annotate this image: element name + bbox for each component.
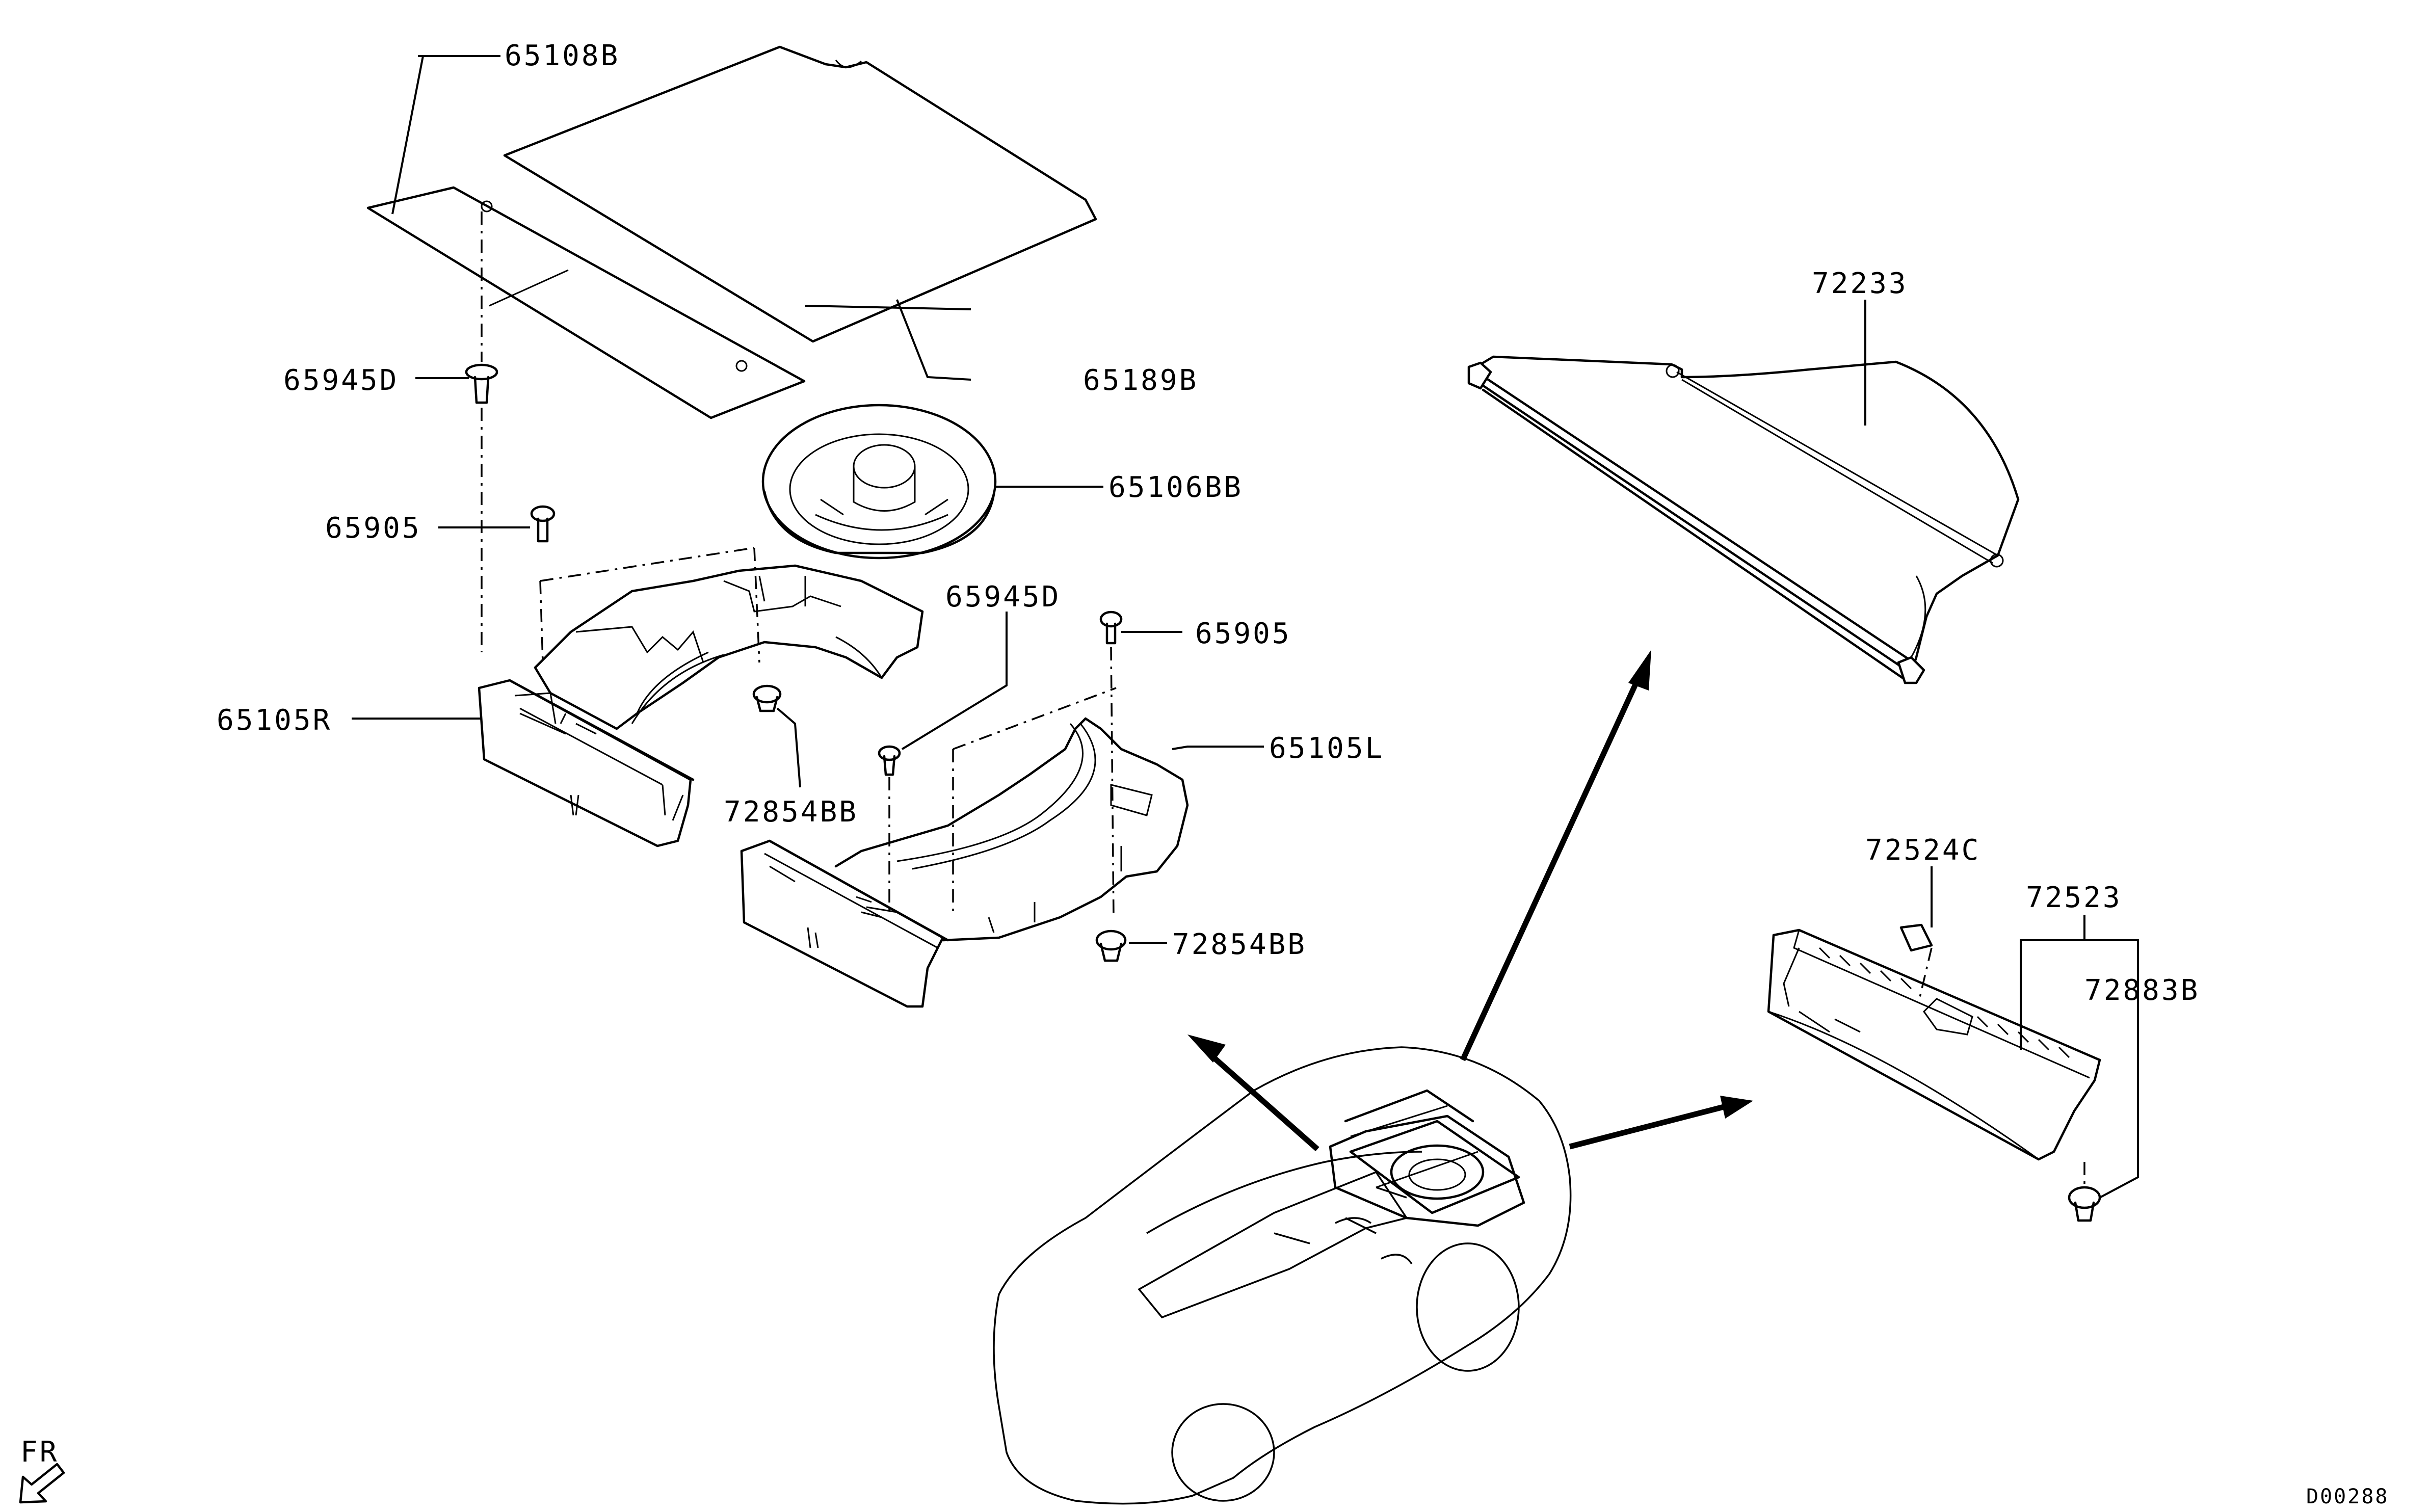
front-arrow-icon xyxy=(19,1463,65,1504)
leader-65105L xyxy=(1172,746,1264,750)
screw-65905-right xyxy=(1099,611,1123,918)
clip-72854BB-left xyxy=(752,684,782,712)
label-65108B: 65108B xyxy=(505,39,620,72)
part-65108B-floor-board xyxy=(366,45,1097,419)
clip-65945D-left xyxy=(465,211,498,404)
drawing-code: D00288 xyxy=(2306,1485,2389,1508)
label-72523: 72523 xyxy=(2026,881,2122,914)
front-orientation-indicator: FR xyxy=(19,1436,65,1504)
clip-72854BB-right xyxy=(1095,930,1127,962)
label-65945D-left: 65945D xyxy=(283,364,399,397)
label-65105L: 65105L xyxy=(1269,732,1384,765)
part-72233-tonneau-cover xyxy=(1467,355,2020,684)
label-65105R: 65105R xyxy=(217,704,332,737)
pointer-arrows xyxy=(1187,650,1753,1152)
part-65105R-side-box xyxy=(478,564,924,847)
label-65905-left: 65905 xyxy=(325,512,421,545)
part-72523-rear-sill-trim xyxy=(1767,929,2101,1161)
label-72233: 72233 xyxy=(1812,267,1908,300)
part-65105L-side-box xyxy=(740,717,1189,1008)
leader-65189B xyxy=(805,305,971,310)
leader-65945D-mid xyxy=(901,612,1008,750)
label-65106BB: 65106BB xyxy=(1108,471,1243,504)
clip-65945D-mid xyxy=(878,745,901,912)
label-72854BB-left: 72854BB xyxy=(724,795,858,829)
sill-ribs xyxy=(1818,947,2070,1058)
leader-72523 xyxy=(2020,939,2139,1199)
clip-72524C xyxy=(1899,923,1933,1002)
label-72854BB-right: 72854BB xyxy=(1172,928,1307,961)
orientation-label: FR xyxy=(20,1436,59,1469)
part-65106BB-spare-tire-tray xyxy=(761,404,997,560)
label-72883B: 72883B xyxy=(2084,974,2200,1007)
screw-65905-left xyxy=(481,408,556,652)
vehicle-outline xyxy=(993,1046,1572,1505)
label-72524C: 72524C xyxy=(1865,834,1980,867)
clip-72883B xyxy=(2068,1162,2101,1222)
label-65945D-mid: 65945D xyxy=(945,580,1061,614)
label-65189B: 65189B xyxy=(1083,364,1198,397)
label-65905-right: 65905 xyxy=(1195,617,1291,650)
leader-72854BB-left xyxy=(776,707,801,788)
